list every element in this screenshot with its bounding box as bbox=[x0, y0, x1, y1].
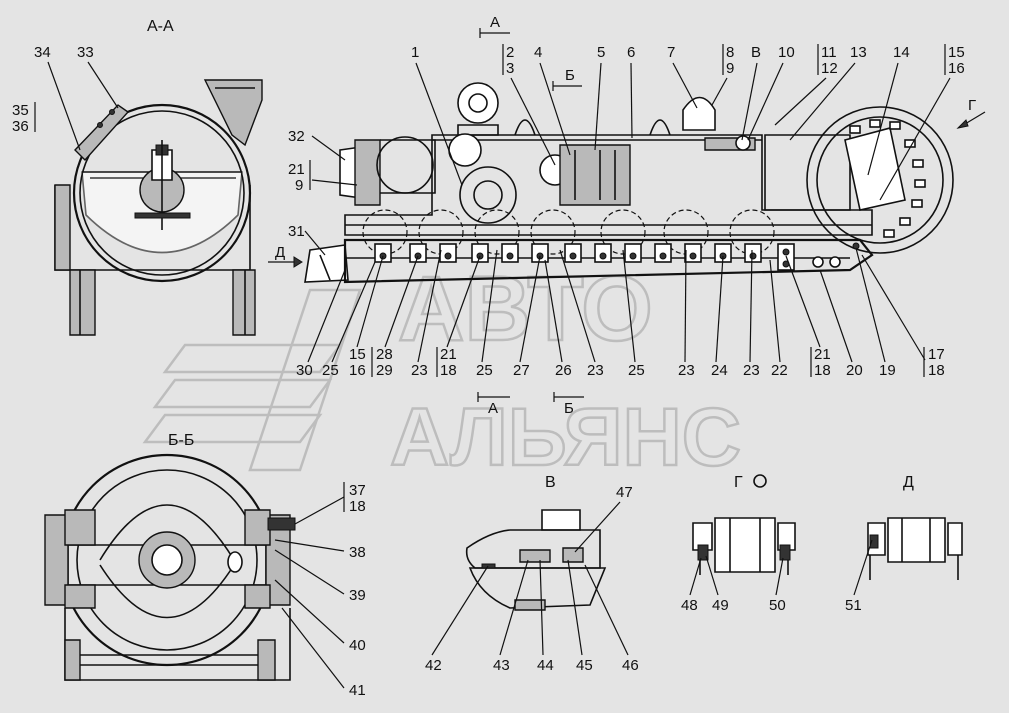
section-bb: Б-Б 37 18 38 39 40 41 bbox=[44, 432, 366, 699]
watermark-line2: АЛЬЯНС bbox=[390, 392, 741, 483]
view-marker-d-left: Д bbox=[275, 244, 285, 261]
callout-32: 32 bbox=[288, 128, 305, 145]
view-marker-a-top: А bbox=[490, 14, 500, 31]
callout-30: 30 bbox=[296, 362, 313, 379]
watermark-logo-stripes bbox=[142, 288, 362, 472]
callout-41: 41 bbox=[349, 682, 366, 699]
callout-36: 36 bbox=[12, 118, 29, 135]
view-marker-b-bottom: Б bbox=[564, 400, 574, 417]
callout-21-bottom-b: 21 bbox=[814, 346, 831, 363]
callout-29: 29 bbox=[376, 362, 393, 379]
callout-28: 28 bbox=[376, 346, 393, 363]
callout-25-a: 25 bbox=[322, 362, 339, 379]
callout-16-bottom: 16 bbox=[349, 362, 366, 379]
callout-38: 38 bbox=[349, 544, 366, 561]
view-d: Д 51 bbox=[845, 474, 963, 614]
callout-48: 48 bbox=[681, 597, 698, 614]
view-marker-g-right: Г bbox=[968, 97, 976, 114]
callout-39: 39 bbox=[349, 587, 366, 604]
view-marker-v-top: В bbox=[751, 44, 761, 61]
callout-10: 10 bbox=[778, 44, 795, 61]
view-marker-a-bottom: А bbox=[488, 400, 498, 417]
callout-25-c: 25 bbox=[628, 362, 645, 379]
callout-47: 47 bbox=[616, 484, 633, 501]
callout-50: 50 bbox=[769, 597, 786, 614]
callout-51: 51 bbox=[845, 597, 862, 614]
callout-43: 43 bbox=[493, 657, 510, 674]
callout-49: 49 bbox=[712, 597, 729, 614]
callout-4: 4 bbox=[534, 44, 542, 61]
callout-1: 1 bbox=[411, 44, 419, 61]
callout-33: 33 bbox=[77, 44, 94, 61]
callout-22: 22 bbox=[771, 362, 788, 379]
callout-25-b: 25 bbox=[476, 362, 493, 379]
watermark-line1: АВТО bbox=[398, 258, 653, 360]
callout-11: 11 bbox=[821, 44, 837, 61]
callout-44: 44 bbox=[537, 657, 554, 674]
view-marker-b-top: Б bbox=[565, 67, 575, 84]
callout-18-bottom-a: 18 bbox=[440, 362, 457, 379]
callout-18-bb: 18 bbox=[349, 498, 366, 515]
callout-23-d: 23 bbox=[743, 362, 760, 379]
watermark: АВТО АЛЬЯНС bbox=[142, 257, 742, 484]
callout-23-c: 23 bbox=[678, 362, 695, 379]
callout-2: 2 bbox=[506, 44, 514, 61]
view-v-title: В bbox=[545, 474, 556, 491]
callout-27: 27 bbox=[513, 362, 530, 379]
callout-31: 31 bbox=[288, 223, 305, 240]
track-links bbox=[374, 242, 860, 271]
section-aa: А-А 34 33 35 36 bbox=[12, 18, 263, 336]
callout-16-top: 16 bbox=[948, 60, 965, 77]
callout-45: 45 bbox=[576, 657, 593, 674]
callout-14: 14 bbox=[893, 44, 910, 61]
callout-9-left: 9 bbox=[295, 177, 303, 194]
callout-20: 20 bbox=[846, 362, 863, 379]
callout-21-bottom-a: 21 bbox=[440, 346, 457, 363]
callout-23-a: 23 bbox=[411, 362, 428, 379]
view-g: Г 48 49 50 bbox=[681, 474, 796, 614]
sprocket-teeth bbox=[849, 119, 926, 238]
callout-42: 42 bbox=[425, 657, 442, 674]
callout-12: 12 bbox=[821, 60, 838, 77]
callout-24: 24 bbox=[711, 362, 728, 379]
callout-18-bottom-b: 18 bbox=[814, 362, 831, 379]
callout-6: 6 bbox=[627, 44, 635, 61]
callout-9-top: 9 bbox=[726, 60, 734, 77]
callout-21-left: 21 bbox=[288, 161, 305, 178]
callout-18-bottom-c: 18 bbox=[928, 362, 945, 379]
callout-19: 19 bbox=[879, 362, 896, 379]
view-d-title: Д bbox=[903, 474, 914, 491]
callout-7: 7 bbox=[667, 44, 675, 61]
callout-37: 37 bbox=[349, 482, 366, 499]
main-assembly: А Б bbox=[268, 14, 986, 417]
view-v: В 47 42 43 44 45 46 bbox=[425, 474, 639, 674]
callout-17: 17 bbox=[928, 346, 945, 363]
callout-15-bottom: 15 bbox=[349, 346, 366, 363]
view-g-title: Г bbox=[734, 474, 743, 491]
callout-8: 8 bbox=[726, 44, 734, 61]
callout-34: 34 bbox=[34, 44, 51, 61]
callout-5: 5 bbox=[597, 44, 605, 61]
callout-15-top: 15 bbox=[948, 44, 965, 61]
callout-40: 40 bbox=[349, 637, 366, 654]
callout-46: 46 bbox=[622, 657, 639, 674]
section-aa-title: А-А bbox=[147, 18, 174, 35]
callout-13: 13 bbox=[850, 44, 867, 61]
rotation-icon bbox=[753, 474, 767, 488]
callout-3: 3 bbox=[506, 60, 514, 77]
callout-23-b: 23 bbox=[587, 362, 604, 379]
section-bb-title: Б-Б bbox=[168, 432, 194, 449]
callout-35: 35 bbox=[12, 102, 29, 119]
callout-26: 26 bbox=[555, 362, 572, 379]
